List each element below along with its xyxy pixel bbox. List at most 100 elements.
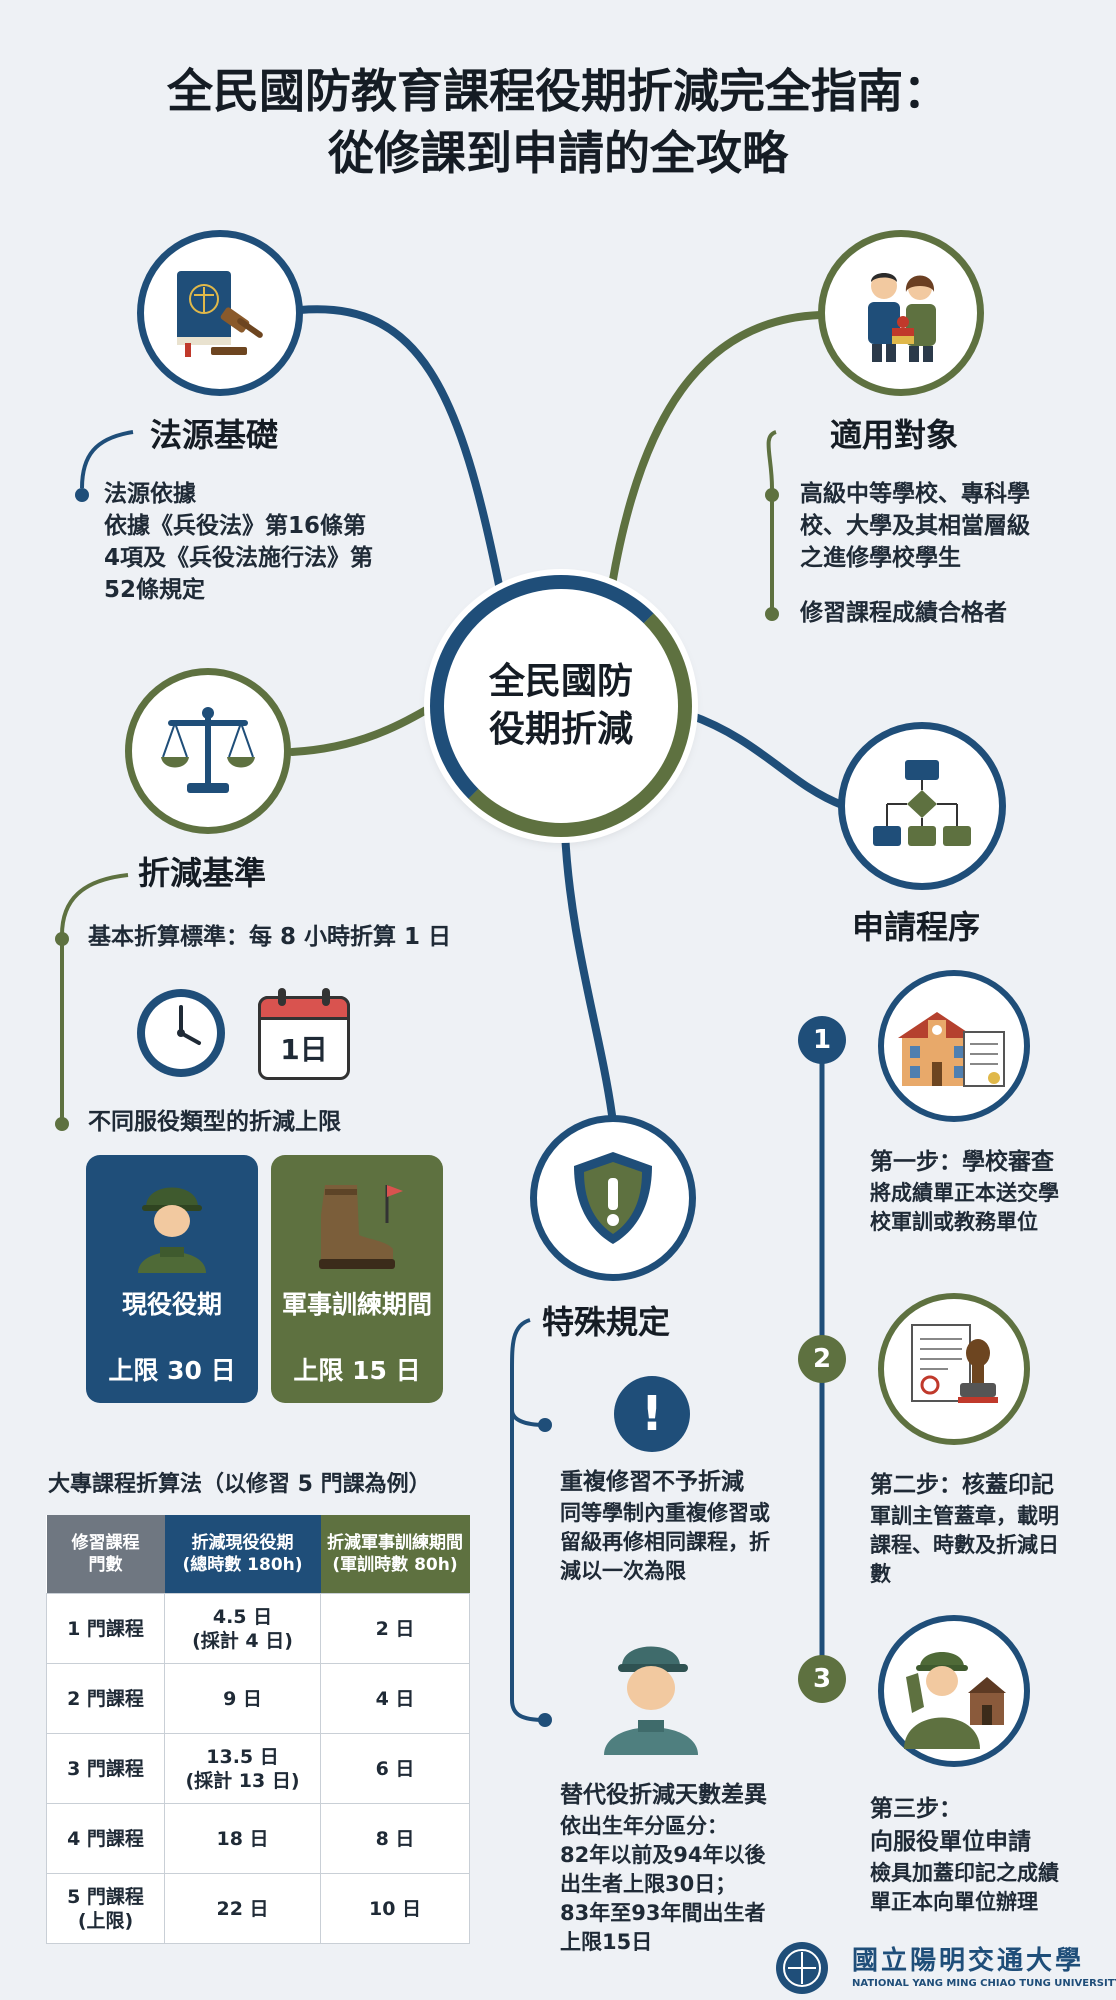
procedure-heading: 申請程序 — [852, 908, 981, 946]
page-title: 全民國防教育課程役期折減完全指南： 從修課到申請的全攻略 — [0, 60, 1116, 184]
students-icon — [868, 273, 936, 362]
university-name-en: NATIONAL YANG MING CHIAO TUNG UNIVERSITY — [852, 1978, 1116, 1989]
legal-heading: 法源基礎 — [150, 416, 279, 454]
eligibility-item-2: 修習課程成績合格者 — [800, 600, 1007, 626]
legal-item: 法源依據 依據《兵役法》第16條第 4項及《兵役法施行法》第 52條規定 — [104, 478, 373, 606]
table-cell-training: 10 日 — [320, 1873, 470, 1944]
card-active-duty-limit: 上限 30 日 — [108, 1356, 236, 1385]
legal-bullet-dot — [75, 488, 89, 502]
table-cell-training: 8 日 — [320, 1803, 470, 1874]
table-header-courses: 修習課程門數 — [46, 1515, 165, 1594]
table-cell-courses: 2 門課程 — [46, 1663, 165, 1734]
standard-bullet-dot-1 — [55, 932, 69, 946]
clock-icon — [137, 989, 225, 1077]
eligibility-item-1-line-3: 之進修學校學生 — [800, 545, 961, 571]
standard-node — [125, 668, 291, 834]
card-military-training: 軍事訓練期間 上限 15 日 — [271, 1155, 443, 1403]
step-1-title: 第一步：學校審查 — [870, 1149, 1054, 1175]
eligibility-node — [818, 230, 984, 396]
legal-item-body-2: 4項及《兵役法施行法》第 — [104, 545, 374, 571]
step-2-body-line-3: 數 — [870, 1562, 891, 1586]
special-item-1: 重複修習不予折減 同等學制內重複修習或 留級再修相同課程，折 減以一次為限 — [560, 1465, 770, 1586]
eligibility-item-1: 高級中等學校、專科學 校、大學及其相當層級 之進修學校學生 — [800, 478, 1030, 574]
title-line-1: 全民國防教育課程役期折減完全指南： — [167, 64, 949, 118]
table-row: 5 門課程(上限) 22 日 10 日 — [46, 1873, 470, 1944]
step-3-title-line-1: 第三步： — [870, 1796, 962, 1822]
exclamation-icon: ! — [614, 1376, 690, 1452]
boot-flag-icon — [319, 1185, 403, 1269]
step-2-body-line-1: 軍訓主管蓋章，載明 — [870, 1504, 1059, 1528]
special-heading: 特殊規定 — [542, 1303, 671, 1341]
step-3-body-line-2: 單正本向單位辦理 — [870, 1890, 1038, 1914]
legal-item-body-1: 依據《兵役法》第16條第 — [104, 513, 367, 539]
university-logo: 國立陽明交通大學 NATIONAL YANG MING CHIAO TUNG U… — [768, 1940, 1116, 1996]
center-hub: 全民國防 役期折減 — [430, 575, 692, 837]
card-military-training-limit: 上限 15 日 — [293, 1356, 421, 1385]
step-2-body-line-2: 課程、時數及折減日 — [870, 1533, 1059, 1557]
table-cell-active-duty: 22 日 — [164, 1873, 321, 1944]
university-emblem-icon — [776, 1942, 828, 1994]
legal-item-title: 法源依據 — [104, 481, 196, 507]
table-caption: 大專課程折算法（以修習 5 門課為例） — [48, 1472, 431, 1497]
calendar-label: 1日 — [280, 1033, 328, 1066]
soldier-icon — [138, 1187, 206, 1273]
special-item-1-line-3: 減以一次為限 — [560, 1559, 686, 1583]
scale-icon — [161, 707, 255, 793]
university-name-cn: 國立陽明交通大學 — [852, 1946, 1085, 1976]
table-cell-courses: 3 門課程 — [46, 1733, 165, 1804]
table-row: 1 門課程 4.5 日(採計 4 日) 2 日 — [46, 1593, 470, 1664]
flowchart-icon — [873, 760, 971, 846]
table-row: 2 門課程 9 日 4 日 — [46, 1663, 470, 1734]
step-3-text: 第三步： 向服役單位申請 檢具加蓋印記之成績 單正本向單位辦理 — [870, 1793, 1059, 1917]
standard-limit-title: 不同服役類型的折減上限 — [88, 1109, 341, 1135]
special-item-2-line-2: 82年以前及94年以後 — [560, 1843, 766, 1867]
step-1-text: 第一步：學校審查 將成績單正本送交學 校軍訓或教務單位 — [870, 1145, 1059, 1237]
step-3-number: 3 — [798, 1655, 846, 1703]
standard-bullet-dot-2 — [55, 1117, 69, 1131]
table-cell-active-duty: 13.5 日(採計 13 日) — [164, 1733, 321, 1804]
table-cell-active-duty: 4.5 日(採計 4 日) — [164, 1593, 321, 1664]
special-item-1-line-1: 同等學制內重複修習或 — [560, 1501, 770, 1525]
table-cell-active-duty: 18 日 — [164, 1803, 321, 1874]
eligibility-bullet-dot-1 — [765, 488, 779, 502]
title-line-2: 從修課到申請的全攻略 — [328, 126, 788, 180]
step-3-title-line-2: 向服役單位申請 — [870, 1829, 1031, 1855]
card-active-duty: 現役役期 上限 30 日 — [86, 1155, 258, 1403]
table-cell-active-duty: 9 日 — [164, 1663, 321, 1734]
special-item-2-line-3: 出生者上限30日； — [560, 1872, 737, 1896]
step-1-icon-ring — [878, 970, 1030, 1122]
special-item-2-line-5: 上限15日 — [560, 1930, 653, 1954]
alternative-service-person-icon — [604, 1646, 698, 1755]
legal-item-body-3: 52條規定 — [104, 577, 206, 603]
step-2-icon-ring — [878, 1293, 1030, 1445]
card-military-training-label: 軍事訓練期間 — [281, 1290, 432, 1319]
step-2-title: 第二步：核蓋印記 — [870, 1472, 1054, 1498]
special-item-2-title: 替代役折減天數差異 — [560, 1782, 767, 1808]
table-row: 3 門課程 13.5 日(採計 13 日) 6 日 — [46, 1733, 470, 1804]
eligibility-item-1-line-2: 校、大學及其相當層級 — [800, 513, 1030, 539]
special-item-1-line-2: 留級再修相同課程，折 — [560, 1530, 770, 1554]
procedure-node — [838, 722, 1006, 890]
center-line-2: 役期折減 — [488, 709, 633, 750]
table-cell-courses: 4 門課程 — [46, 1803, 165, 1874]
eligibility-heading: 適用對象 — [830, 416, 959, 454]
law-book-gavel-icon — [177, 271, 263, 357]
standard-heading: 折減基準 — [138, 854, 267, 892]
step-3-icon-ring — [878, 1615, 1030, 1767]
table-header-training: 折減軍事訓練期間(軍訓時數 80h) — [320, 1515, 470, 1594]
legal-node — [137, 230, 303, 396]
special-item-2-line-4: 83年至93年間出生者 — [560, 1901, 766, 1925]
course-conversion-table: 修習課程門數 折減現役役期(總時數 180h) 折減軍事訓練期間(軍訓時數 80… — [46, 1515, 470, 1944]
special-node — [530, 1115, 696, 1281]
step-1-body-line-1: 將成績單正本送交學 — [870, 1181, 1059, 1205]
eligibility-bullet-dot-2 — [765, 607, 779, 621]
table-row: 4 門課程 18 日 8 日 — [46, 1803, 470, 1874]
saluting-soldier-icon — [904, 1652, 1006, 1749]
table-cell-training: 6 日 — [320, 1733, 470, 1804]
table-cell-training: 4 日 — [320, 1663, 470, 1734]
standard-basic-rule: 基本折算標準：每 8 小時折算 1 日 — [88, 924, 452, 950]
eligibility-item-1-line-1: 高級中等學校、專科學 — [800, 481, 1030, 507]
special-bullet-dot-2 — [538, 1713, 552, 1727]
table-cell-courses: 1 門課程 — [46, 1593, 165, 1664]
center-line-1: 全民國防 — [488, 661, 633, 702]
